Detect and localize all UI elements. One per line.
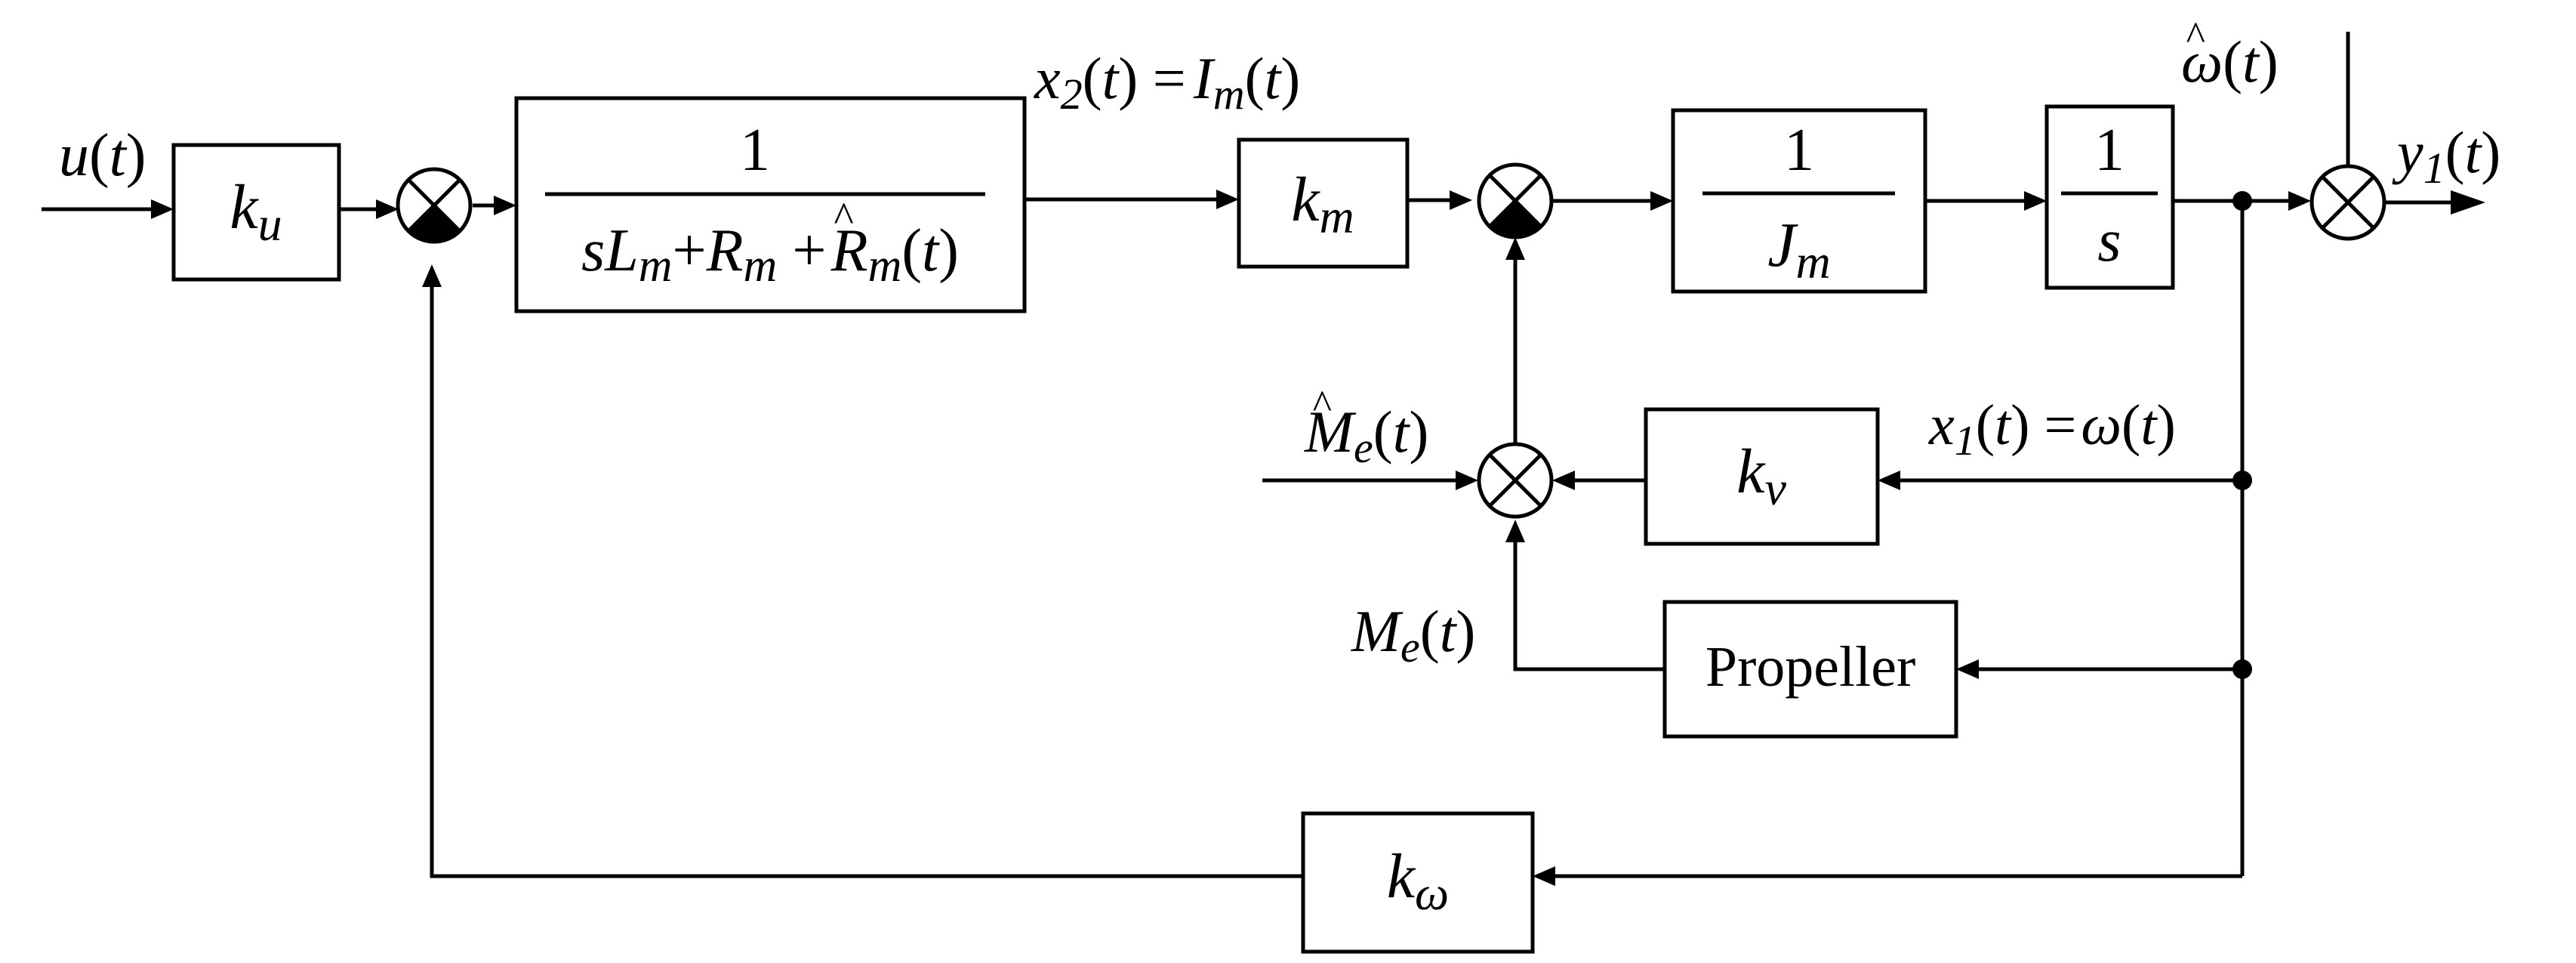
arrow-into-sum3-from-left <box>1456 471 1478 490</box>
junction-dot-top <box>2232 191 2252 211</box>
integrator-numerator: 1 <box>2094 117 2125 184</box>
arrow-into-ku <box>151 199 174 219</box>
electrical-denominator: sLm+Rm +^Rm(t) <box>581 194 959 292</box>
inertia-denominator: Jm <box>1767 210 1831 289</box>
block-komega: kω <box>1301 811 1535 954</box>
arrow-into-integrator <box>2024 191 2047 211</box>
arrow-into-kv <box>1878 471 1900 490</box>
integrator-denominator: s <box>2097 208 2121 274</box>
block-kv: kv <box>1644 407 1880 546</box>
svg-text:kv: kv <box>1736 437 1786 515</box>
arrow-into-sum4 <box>2288 191 2311 211</box>
svg-text:ku: ku <box>230 172 282 251</box>
arrow-into-sum3-from-kv <box>1552 471 1575 490</box>
wire-propeller-to-sum3 <box>1513 532 1665 671</box>
electrical-numerator: 1 <box>740 117 770 184</box>
arrow-into-sum1 <box>376 199 399 219</box>
arrow-into-sum2-from-below <box>1505 237 1525 260</box>
arrow-into-electrical <box>494 196 516 215</box>
wire-komega-to-sum1 <box>430 279 1303 878</box>
arrow-output <box>2451 190 2485 215</box>
arrow-into-komega <box>1533 866 1555 886</box>
block-integrator: 1 s <box>2044 104 2175 290</box>
svg-text:km: km <box>1291 165 1354 243</box>
block-inertia: 1 Jm <box>1671 108 1927 294</box>
label-torque-hat: ^Me(t) <box>1304 382 1428 472</box>
block-propeller: Propeller <box>1662 600 1958 739</box>
block-electrical: 1 sLm+Rm +^Rm(t) <box>514 96 1027 313</box>
arrow-into-propeller <box>1956 659 1979 679</box>
sum-junction-3 <box>1477 442 1554 519</box>
arrow-into-sum2 <box>1450 190 1472 210</box>
arrow-into-km <box>1216 190 1239 209</box>
sum-junction-1 <box>396 167 473 244</box>
label-omega-hat: ^ω(t) <box>2181 14 2279 94</box>
propeller-label: Propeller <box>1706 635 1916 699</box>
label-input-u: u(t) <box>59 122 146 189</box>
label-torque: Me(t) <box>1351 598 1475 671</box>
block-ku: ku <box>171 143 341 282</box>
label-output-y1: y1(t) <box>2392 119 2501 193</box>
block-km: km <box>1237 137 1410 269</box>
arrow-into-sum1-from-below <box>422 264 442 287</box>
label-current: x2(t) =Im(t) <box>1034 45 1300 119</box>
label-state1: x1(t) =ω(t) <box>1928 394 2176 465</box>
sum-junction-2 <box>1477 162 1554 239</box>
arrow-into-inertia <box>1650 191 1673 211</box>
arrow-into-sum3-from-below <box>1505 520 1525 542</box>
svg-text:kω: kω <box>1387 841 1449 920</box>
inertia-numerator: 1 <box>1784 117 1814 184</box>
sum-junction-4 <box>2309 164 2386 241</box>
